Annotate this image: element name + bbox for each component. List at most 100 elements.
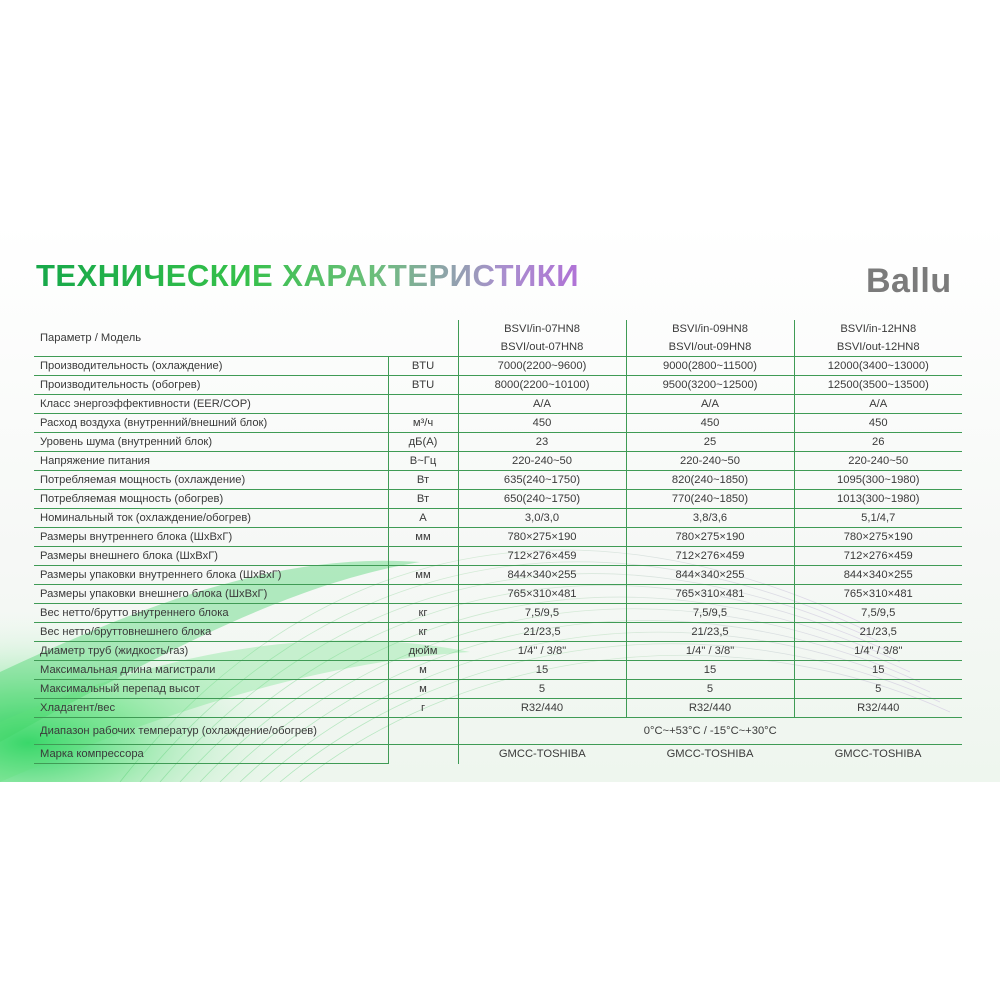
param-cell: Класс энергоэффективности (EER/COP) — [34, 394, 388, 414]
value-cell: GMCC-TOSHIBA — [498, 748, 586, 761]
unit-cell: мм — [387, 565, 459, 585]
value-cell: 3,0/3,0 — [458, 508, 627, 528]
unit-cell: Вт — [387, 489, 459, 509]
value-cell: 21/23,5 — [458, 622, 627, 642]
unit-cell: BTU — [387, 375, 459, 395]
table-row: Размеры упаковки внешнего блока (ШхВхГ) 7… — [34, 584, 962, 604]
value-cell: 5 — [794, 679, 962, 699]
value-cell: 21/23,5 — [794, 622, 962, 642]
param-cell: Уровень шума (внутренний блок) — [34, 432, 388, 452]
value-cell: 1/4" / 3/8" — [458, 641, 627, 661]
value-cell: R32/440 — [794, 698, 962, 718]
value-cell: 635(240~1750) — [458, 470, 627, 490]
value-cell: 21/23,5 — [626, 622, 795, 642]
value-cell: A/A — [794, 394, 962, 414]
param-cell: Расход воздуха (внутренний/внешний блок) — [34, 413, 388, 433]
param-cell: Производительность (обогрев) — [34, 375, 388, 395]
value-cell: 12500(3500~13500) — [794, 375, 962, 395]
model-header-row-2: BSVI/out-07HN8 BSVI/out-09HN8 BSVI/out-1… — [34, 338, 962, 357]
param-cell: Потребляемая мощность (обогрев) — [34, 489, 388, 509]
param-cell: Размеры внешнего блока (ШхВхГ) — [34, 546, 388, 566]
value-cell: 25 — [626, 432, 795, 452]
unit-cell — [387, 584, 459, 604]
unit-cell: BTU — [387, 356, 459, 376]
model-outdoor-1: BSVI/out-07HN8 — [457, 338, 626, 357]
value-cell: 15 — [458, 660, 627, 680]
unit-cell: Вт — [387, 470, 459, 490]
param-cell: Диаметр труб (жидкость/газ) — [34, 641, 388, 661]
table-row: Размеры внешнего блока (ШхВхГ) 712×276×45… — [34, 546, 962, 566]
value-cell: 9000(2800~11500) — [626, 356, 795, 376]
param-cell: Напряжение питания — [34, 451, 388, 471]
value-cell: 1013(300~1980) — [794, 489, 962, 509]
value-cell: 712×276×459 — [794, 546, 962, 566]
value-cell: R32/440 — [458, 698, 627, 718]
value-cell: R32/440 — [626, 698, 795, 718]
value-cell: 844×340×255 — [458, 565, 627, 585]
value-cell: 15 — [626, 660, 795, 680]
spec-sheet-panel: ТЕХНИЧЕСКИЕ ХАРАКТЕРИСТИКИ Ballu Парамет… — [0, 222, 1000, 782]
value-cell: 712×276×459 — [626, 546, 795, 566]
value-cell: 26 — [794, 432, 962, 452]
value-cell: 780×275×190 — [794, 527, 962, 547]
param-cell: Размеры упаковки внешнего блока (ШхВхГ) — [34, 584, 388, 604]
value-cell: 12000(3400~13000) — [794, 356, 962, 376]
value-cell: 770(240~1850) — [626, 489, 795, 509]
value-cell: 765×310×481 — [626, 584, 795, 604]
param-cell: Диапазон рабочих температур (охлаждение/… — [34, 717, 388, 745]
value-cell: A/A — [458, 394, 627, 414]
value-cell: GMCC-TOSHIBA — [666, 748, 754, 761]
unit-cell — [387, 546, 459, 566]
value-cell: 7,5/9,5 — [458, 603, 627, 623]
value-cell: 1095(300~1980) — [794, 470, 962, 490]
table-row: Расход воздуха (внутренний/внешний блок)… — [34, 413, 962, 433]
unit-cell: дюйм — [387, 641, 459, 661]
value-cell: 712×276×459 — [458, 546, 627, 566]
param-cell: Хладагент/вес — [34, 698, 388, 718]
unit-cell: м — [387, 660, 459, 680]
value-cell: 5 — [458, 679, 627, 699]
brand-logo: Ballu — [866, 262, 952, 300]
value-cell: 820(240~1850) — [626, 470, 795, 490]
table-row-temperature-range: Диапазон рабочих температур (охлаждение/… — [34, 717, 962, 745]
value-cell: 780×275×190 — [458, 527, 627, 547]
value-cell: 450 — [458, 413, 627, 433]
unit-cell: В~Гц — [387, 451, 459, 471]
unit-cell: кг — [387, 622, 459, 642]
page-title: ТЕХНИЧЕСКИЕ ХАРАКТЕРИСТИКИ — [36, 258, 579, 293]
model-indoor-2: BSVI/in-09HN8 — [625, 320, 794, 338]
param-header: Параметр / Модель — [34, 320, 388, 357]
unit-cell: г — [387, 698, 459, 718]
value-cell: 220-240~50 — [626, 451, 795, 471]
value-cell: 3,8/3,6 — [626, 508, 795, 528]
unit-cell: дБ(А) — [387, 432, 459, 452]
model-indoor-1: BSVI/in-07HN8 — [457, 320, 626, 338]
value-cell-span: 0°C~+53°C / -15°C~+30°C — [458, 717, 962, 745]
value-cell: 15 — [794, 660, 962, 680]
unit-cell — [387, 717, 459, 745]
param-cell: Размеры внутреннего блока (ШхВхГ) — [34, 527, 388, 547]
value-cell: 7,5/9,5 — [626, 603, 795, 623]
value-cell: 9500(3200~12500) — [626, 375, 795, 395]
value-cell: 1/4" / 3/8" — [794, 641, 962, 661]
unit-cell: м³/ч — [387, 413, 459, 433]
value-cell: 5,1/4,7 — [794, 508, 962, 528]
model-outdoor-3: BSVI/out-12HN8 — [793, 338, 962, 357]
model-outdoor-2: BSVI/out-09HN8 — [625, 338, 794, 357]
value-cell: 5 — [626, 679, 795, 699]
param-cell: Производительность (охлаждение) — [34, 356, 388, 376]
param-cell: Потребляемая мощность (охлаждение) — [34, 470, 388, 490]
unit-cell: А — [387, 508, 459, 528]
value-cell: 1/4" / 3/8" — [626, 641, 795, 661]
table-row: Класс энергоэффективности (EER/COP) A/A A/… — [34, 394, 962, 414]
